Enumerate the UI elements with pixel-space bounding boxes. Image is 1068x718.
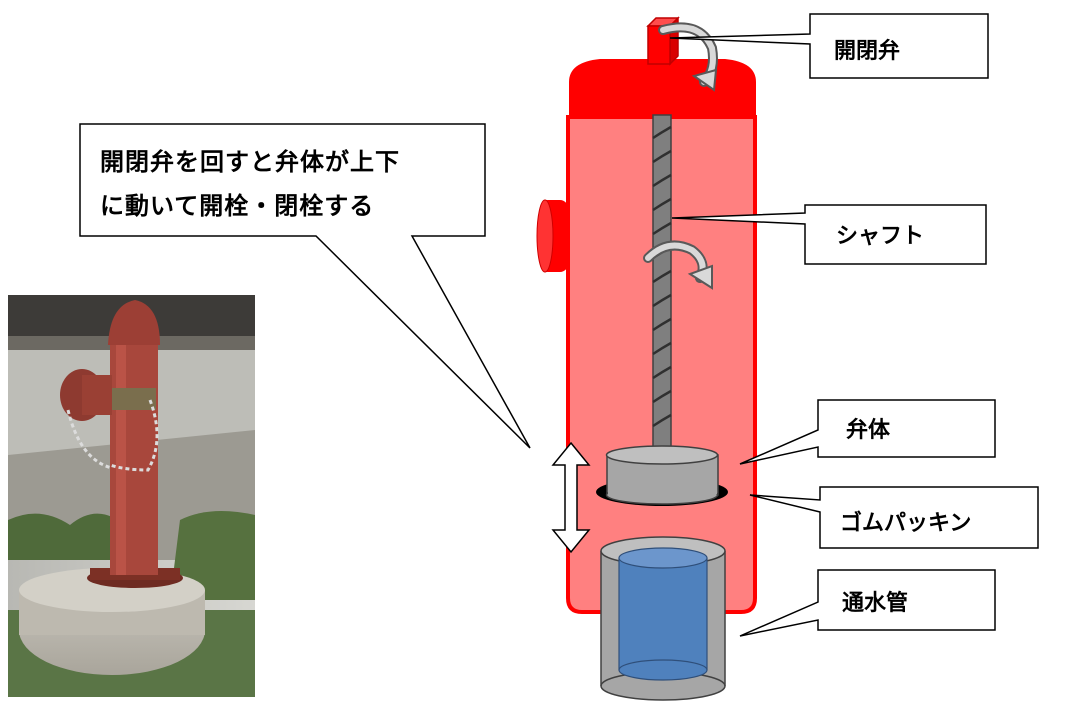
label-shaft: シャフト [836,224,924,249]
description-line-1: 開閉弁を回すと弁体が上下 [100,148,400,176]
hydrant-photo [8,295,255,697]
callout-shaft: シャフト [671,204,987,265]
water-pipe [600,536,726,701]
callout-description: 開閉弁を回すと弁体が上下 に動いて開栓・閉栓する [79,123,531,449]
callout-water-pipe: 通水管 [739,569,996,637]
callout-rubber-packing: ゴムパッキン [749,486,1039,549]
label-valve: 開閉弁 [834,38,900,64]
curved-arrow-icon [658,22,718,92]
curved-arrow-icon [643,240,713,290]
shaft [652,114,672,451]
valve-body [605,445,719,505]
label-water-pipe: 通水管 [842,590,908,616]
double-arrow-icon [551,441,591,554]
description-line-2: に動いて開栓・閉栓する [100,192,374,220]
callout-valve-body: 弁体 [739,399,996,465]
valve-knob [646,16,680,66]
side-outlet [536,199,568,273]
label-rubber-packing: ゴムパッキン [840,510,971,536]
hydrant-cap [569,59,756,118]
label-valve-body: 弁体 [846,417,891,443]
callout-valve: 開閉弁 [669,13,989,79]
